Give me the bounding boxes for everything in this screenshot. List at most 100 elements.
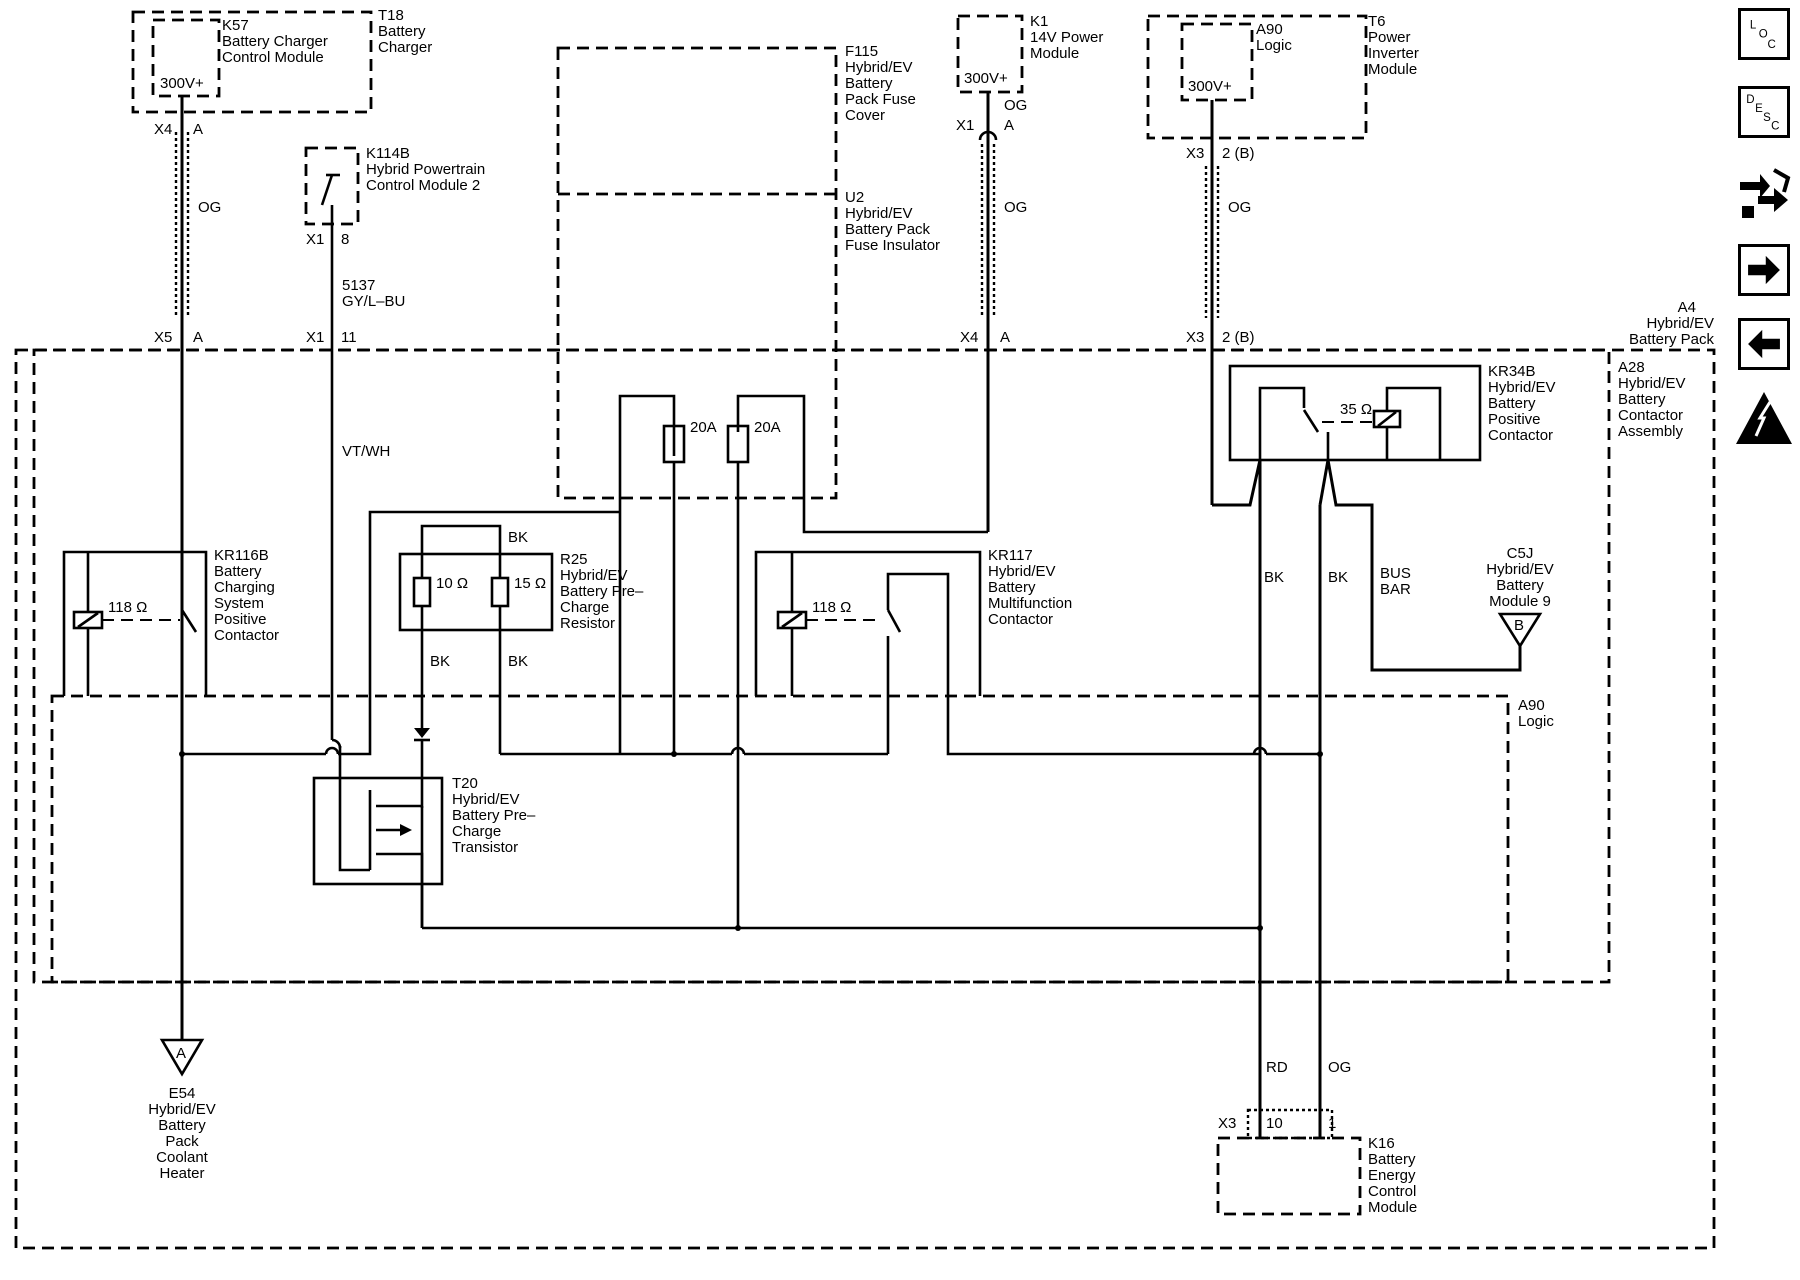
k16-name-1: Battery [1368,1151,1416,1168]
bk-label-kr34b-a: BK [1264,569,1284,586]
t6-inverter-box [1146,14,1368,140]
f115-fuse-cover-box [556,46,838,500]
k1-name-2: Module [1030,45,1079,62]
kr116b-ref: KR116B [214,547,269,564]
k57-wire-color: OG [198,199,221,216]
kr116b-name-2: Charging [214,579,275,596]
t6-wire-color: OG [1228,199,1251,216]
fuse-1-rating: 20A [690,419,717,436]
a28-name-4: Assembly [1618,423,1684,440]
svg-text:O: O [1759,29,1768,41]
bus-bar-label-1: BUS [1380,565,1411,582]
e54-name-2: Battery [158,1117,206,1134]
a28-contactor-assembly-boundary [32,348,1611,984]
t6-pin-bot: 2 (B) [1222,329,1255,346]
u2-name-3: Fuse Insulator [845,237,940,254]
a28-ref: A28 [1618,359,1645,376]
k16-name-2: Energy [1368,1167,1416,1184]
r25-name-1: Hybrid/EV [560,567,628,584]
k114b-pin-bot: 11 [341,329,357,346]
t18-battery-charger-box [131,10,373,114]
k1-power-module-box [956,14,1024,94]
r25-resistor-box [398,552,554,632]
loc-button[interactable]: L O C [1738,8,1790,60]
circuit-number: 5137 [342,277,375,294]
t18-ref: T18 [378,7,404,24]
c5j-symbol [1497,612,1543,649]
k16-module-box [1216,1136,1362,1216]
kr34b-name-3: Positive [1488,411,1541,428]
k1-wire-color: OG [1004,199,1027,216]
vt-wh-wire-color: VT/WH [342,443,390,460]
connector-list-button[interactable] [1734,164,1794,224]
kr117-name-2: Battery [988,579,1036,596]
bk-label-r25-right: BK [508,653,528,670]
e54-name-4: Coolant [156,1149,209,1166]
e54-symbol [159,1038,205,1077]
k57-conn-bot: X5 [154,329,172,346]
u2-name-2: Battery Pack [845,221,931,238]
t20-name-1: Hybrid/EV [452,791,520,808]
rd-wire-color: RD [1266,1059,1288,1076]
kr34b-ref: KR34B [1488,363,1536,380]
u2-ref: U2 [845,189,864,206]
t6-name-2: Inverter [1368,45,1419,62]
desc-button[interactable]: D E S C [1738,86,1790,138]
c5j-name-1: Hybrid/EV [1486,561,1554,578]
k57-ref: K57 [222,17,249,34]
bus-bar-label-2: BAR [1380,581,1411,598]
f115-name-2: Battery [845,75,893,92]
e54-name-3: Pack [165,1133,199,1150]
k114b-conn-bot: X1 [306,329,324,346]
u2-name-1: Hybrid/EV [845,205,913,222]
k16-pin-b: 1 [1328,1115,1336,1132]
kr117-name-4: Contactor [988,611,1053,628]
k16-pin-a: 10 [1266,1115,1283,1132]
a90-top-terminal: 300V+ [1188,78,1232,95]
t18-name-1: Battery [378,23,426,40]
t6-conn-top: X3 [1186,145,1204,162]
og-wire-color-k16: OG [1328,1059,1351,1076]
kr34b-name-4: Contactor [1488,427,1553,444]
k1-ref: K1 [1030,13,1048,30]
k1-pin-top: A [1004,117,1014,134]
k114b-ref: K114B [366,145,410,162]
k16-name-4: Module [1368,1199,1417,1216]
e54-symbol-letter: A [176,1045,186,1062]
kr34b-contactor-box [1228,364,1482,462]
a90-inner-name: Logic [1518,713,1554,730]
next-page-button[interactable] [1738,244,1790,296]
high-voltage-warning-icon [1734,388,1794,448]
f115-name-1: Hybrid/EV [845,59,913,76]
a4-name-2: Battery Pack [1629,331,1715,348]
r25-name-4: Resistor [560,615,615,632]
k114b-wire-color: GY/L–BU [342,293,405,310]
t20-ref: T20 [452,775,478,792]
kr116b-name-5: Contactor [214,627,279,644]
bk-label-kr34b-b: BK [1328,569,1348,586]
kr34b-name-2: Battery [1488,395,1536,412]
kr34b-name-1: Hybrid/EV [1488,379,1556,396]
kr117-name-1: Hybrid/EV [988,563,1056,580]
c5j-ref: C5J [1507,545,1534,562]
kr116b-coil: 118 Ω [108,599,147,616]
a90-top-ref: A90 [1256,21,1283,38]
e54-name-5: Heater [159,1165,204,1182]
t20-name-2: Battery Pre– [452,807,536,824]
c5j-name-2: Battery [1496,577,1544,594]
k57-pin-top: A [193,121,203,138]
e54-ref: E54 [169,1085,196,1102]
r25-r2: 15 Ω [514,575,546,592]
r25-r1: 10 Ω [436,575,468,592]
bk-label-r25-left: BK [430,653,450,670]
kr116b-name-1: Battery [214,563,262,580]
k114b-conn-top: X1 [306,231,324,248]
k16-conn: X3 [1218,1115,1236,1132]
k57-name-2: Control Module [222,49,324,66]
svg-text:D: D [1746,94,1754,106]
a90-logic-top-box [1180,22,1254,102]
kr116b-name-3: System [214,595,264,612]
kr34b-coil: 35 Ω [1340,401,1372,418]
previous-page-button[interactable] [1738,318,1790,370]
